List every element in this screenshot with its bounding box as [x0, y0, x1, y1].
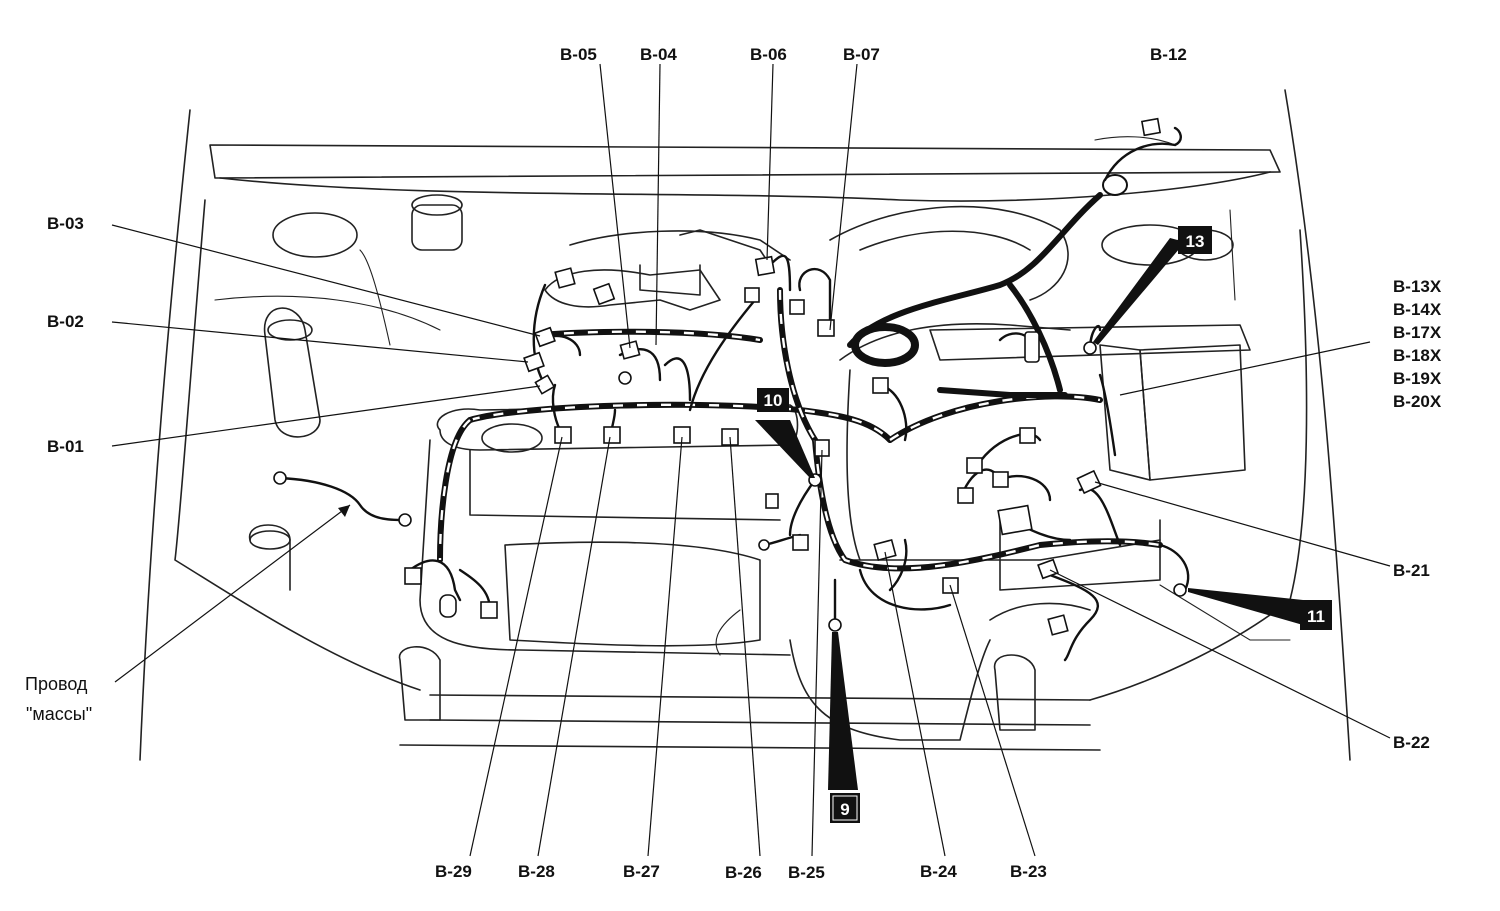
- connector-b06: [754, 255, 776, 277]
- label-b21: B-21: [1393, 561, 1430, 580]
- ground-terminal-b05: [618, 371, 632, 385]
- connector-l2: [480, 601, 498, 619]
- label-b22: B-22: [1393, 733, 1430, 752]
- label-b07: B-07: [843, 45, 880, 64]
- badge-13-text: 13: [1186, 232, 1205, 251]
- connector-r2: [957, 487, 974, 504]
- ground-terminal-9: [828, 618, 842, 632]
- label-b17x: B-17X: [1393, 323, 1442, 342]
- badge-10: 10: [757, 388, 789, 412]
- ground-terminal-right: [398, 513, 412, 527]
- connector-mid: [744, 287, 760, 303]
- badge-9-text: 9: [840, 800, 849, 819]
- connector-b22: [1037, 558, 1059, 580]
- badge-11-text: 11: [1307, 607, 1325, 626]
- label-b27: B-27: [623, 862, 660, 881]
- label-b06: B-06: [750, 45, 787, 64]
- label-b03: B-03: [47, 214, 84, 233]
- ground-terminal-11: [1173, 583, 1187, 597]
- leader-lines: [111, 63, 1391, 857]
- connector-b24: [873, 538, 897, 562]
- connector-b01: [534, 374, 556, 395]
- label-ground-wire-line1: Провод: [25, 674, 88, 694]
- connector-b29: [603, 426, 621, 444]
- connector-l1: [404, 567, 422, 585]
- connector-b28: [554, 426, 572, 444]
- label-b20x: B-20X: [1393, 392, 1442, 411]
- badge-13: 13: [1178, 226, 1212, 254]
- label-b25: B-25: [788, 863, 825, 882]
- connector-b12: [1140, 117, 1162, 137]
- connector-r4: [966, 457, 983, 474]
- label-b05: B-05: [560, 45, 597, 64]
- ground-terminal-b26: [758, 539, 770, 551]
- connector-r5: [1019, 427, 1036, 444]
- connector-r1: [872, 377, 889, 394]
- connector-l3: [439, 594, 457, 618]
- connector-r3: [992, 471, 1009, 488]
- connector-r8: [792, 534, 809, 551]
- label-b28: B-28: [518, 862, 555, 881]
- connector-b21: [1076, 469, 1102, 495]
- wiring-harness: [278, 126, 1190, 662]
- label-b02: B-02: [47, 312, 84, 331]
- connector-b02: [523, 351, 545, 373]
- label-b26: B-26: [725, 863, 762, 882]
- label-b19x: B-19X: [1393, 369, 1442, 388]
- badge-11: 11: [1300, 600, 1332, 630]
- ground-terminal-13: [1083, 341, 1097, 355]
- connector-r9: [765, 493, 779, 509]
- connector-b03: [534, 326, 556, 348]
- label-b12: B-12: [1150, 45, 1187, 64]
- connector-labels: B-05 B-04 B-06 B-07 B-12 B-03 B-02 B-01 …: [25, 45, 1442, 882]
- badge-9: 9: [830, 793, 860, 823]
- label-b29: B-29: [435, 862, 472, 881]
- connector-relay-box: [997, 504, 1033, 536]
- connector-b05b: [789, 299, 805, 315]
- label-b24: B-24: [920, 862, 957, 881]
- connector-b07: [817, 319, 835, 337]
- label-b04: B-04: [640, 45, 677, 64]
- engine-bay-outline: [139, 89, 1351, 761]
- label-b01: B-01: [47, 437, 84, 456]
- connector-top-left: [554, 267, 576, 289]
- label-b14x: B-14X: [1393, 300, 1442, 319]
- connectors: [273, 117, 1187, 636]
- connector-top-intake: [592, 282, 616, 306]
- connector-r7: [1047, 614, 1069, 636]
- label-ground-wire-line2: "массы": [26, 704, 92, 724]
- callout-wedges: [755, 238, 1303, 790]
- label-b13x: B-13X: [1393, 277, 1442, 296]
- badge-10-text: 10: [764, 391, 783, 410]
- connector-r6: [1024, 331, 1040, 363]
- label-b18x: B-18X: [1393, 346, 1442, 365]
- ground-terminal-left: [273, 471, 287, 485]
- connector-b05: [619, 340, 641, 360]
- label-b23: B-23: [1010, 862, 1047, 881]
